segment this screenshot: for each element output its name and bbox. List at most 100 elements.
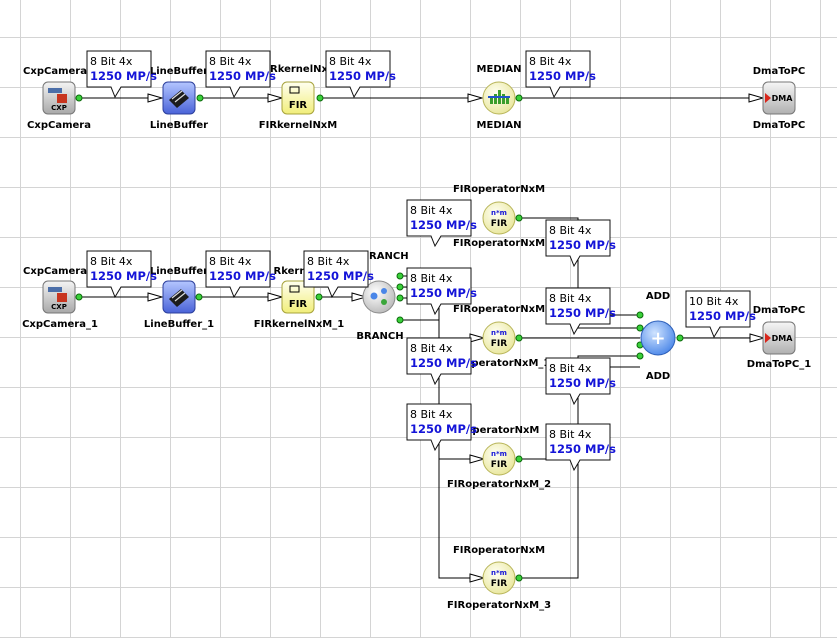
arrow-head-icon xyxy=(147,93,164,103)
port-dot[interactable] xyxy=(515,574,523,582)
port-dot[interactable] xyxy=(75,293,83,301)
port-dot[interactable] xyxy=(636,311,644,319)
port-dot[interactable] xyxy=(515,94,523,102)
link-rate-text: 1250 MP/s xyxy=(410,286,477,300)
operator-name-label: roperatorNxM_1 xyxy=(460,358,551,369)
camera-icon-text: CXP xyxy=(51,104,67,112)
dma-text: DMA xyxy=(772,334,794,343)
fir-operator-sup-text: n*m xyxy=(491,209,507,217)
dma-body xyxy=(762,321,796,355)
arrow-head-icon xyxy=(469,333,486,343)
fir-kernel-icon: FIR xyxy=(281,280,315,314)
port-dot[interactable] xyxy=(396,294,404,302)
port-dot[interactable] xyxy=(676,334,684,342)
port-dot[interactable] xyxy=(396,272,404,280)
link-format-text: 8 Bit 4x xyxy=(410,272,453,285)
link-rate-text: 1250 MP/s xyxy=(549,306,616,320)
operator-name-label: FIRkernelNxM_1 xyxy=(254,319,344,330)
tooltip-box xyxy=(406,267,472,316)
port-dot[interactable] xyxy=(636,352,644,360)
port-dot[interactable] xyxy=(515,214,523,222)
arrow-head-icon xyxy=(749,333,766,343)
fir-operator-body xyxy=(482,201,516,235)
dma-arrow xyxy=(765,93,771,103)
operator-top-label: ADD xyxy=(646,291,670,302)
link-rate-text: 1250 MP/s xyxy=(410,356,477,370)
link-rate-text: 1250 MP/s xyxy=(329,69,396,83)
fir-kernel-glyph xyxy=(289,86,300,94)
operator-top-label: roperatorNxM xyxy=(461,425,540,436)
branch-body xyxy=(362,280,396,314)
operator-top-label: CxpCamera xyxy=(23,266,87,277)
camera-icon: CXP xyxy=(42,81,76,115)
operator-top-label: MEDIAN xyxy=(477,64,522,75)
fir-operator-body xyxy=(482,321,516,355)
arrow-head-icon xyxy=(467,93,484,103)
port-dot[interactable] xyxy=(515,334,523,342)
tooltip-box xyxy=(303,250,369,299)
median-line xyxy=(488,96,510,98)
port-dot[interactable] xyxy=(316,94,324,102)
tooltip-box xyxy=(86,50,152,99)
port-dot[interactable] xyxy=(75,94,83,102)
fir-operator-text: FIR xyxy=(491,339,507,349)
port-dot[interactable] xyxy=(196,94,204,102)
operator-top-label: BRANCH xyxy=(361,251,408,262)
arrow-head-icon xyxy=(748,93,765,103)
port-dot[interactable] xyxy=(636,324,644,332)
median-bar xyxy=(494,94,497,104)
link-rate-text: 1250 MP/s xyxy=(410,422,477,436)
port-dot[interactable] xyxy=(396,283,404,291)
arrow-head-icon xyxy=(351,292,368,302)
tooltip-box xyxy=(406,337,472,386)
operator-top-label: LineBuffer xyxy=(150,266,208,277)
linebuffer-icon xyxy=(162,280,196,314)
port-dot[interactable] xyxy=(515,455,523,463)
link-format-text: 8 Bit 4x xyxy=(209,255,252,268)
add-icon: + xyxy=(640,320,676,356)
linebuffer-glyph-stripes xyxy=(171,289,186,302)
port-dot[interactable] xyxy=(195,293,203,301)
link-format-text: 8 Bit 4x xyxy=(549,428,592,441)
median-icon xyxy=(482,81,516,115)
port-dot[interactable] xyxy=(396,316,404,324)
link-format-text: 8 Bit 4x xyxy=(329,55,372,68)
median-bar xyxy=(506,98,509,104)
port-dot[interactable] xyxy=(315,293,323,301)
